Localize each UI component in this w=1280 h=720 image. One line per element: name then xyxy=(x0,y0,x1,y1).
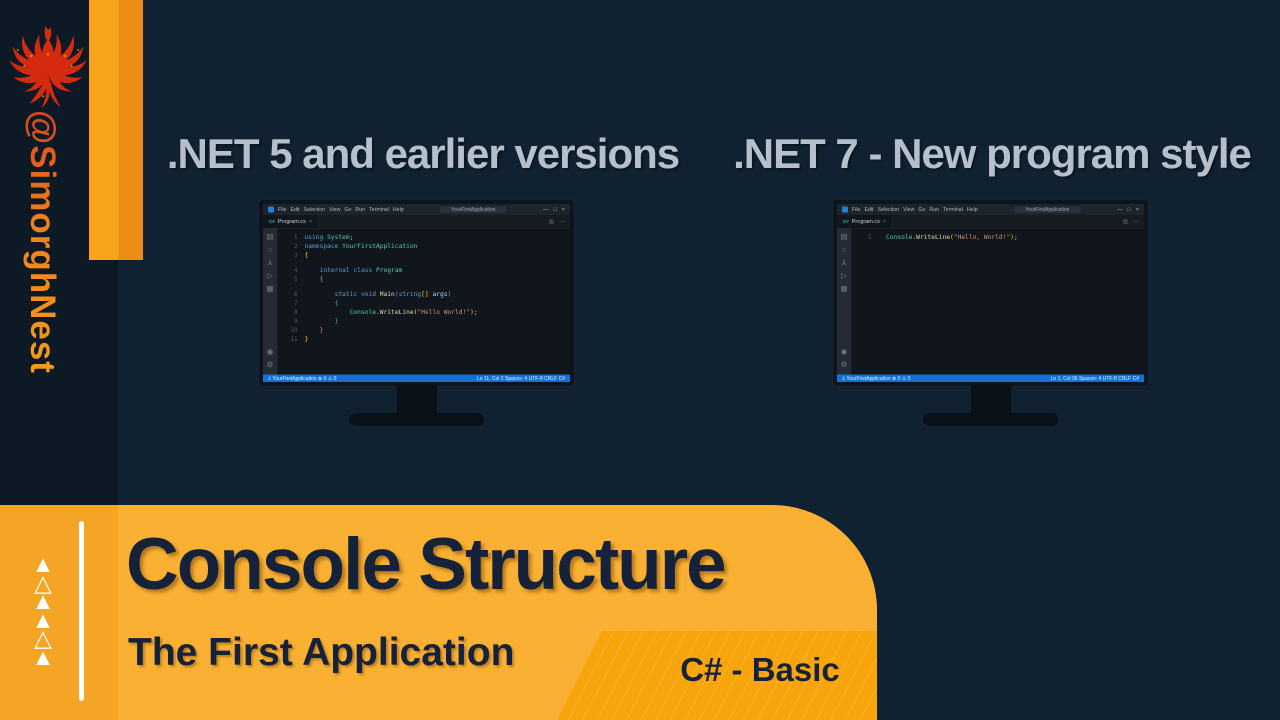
activity-icons-bottom[interactable]: ◉⚙ xyxy=(266,347,274,370)
phoenix-logo-icon xyxy=(6,20,90,112)
activity-icons[interactable]: ▤○⅄▷▦ xyxy=(840,232,848,294)
course-tag-ribbon xyxy=(557,631,877,720)
monitor-left-base xyxy=(349,413,484,426)
csharp-file-icon: C# xyxy=(843,219,849,224)
window-title: YourFirstApplication xyxy=(440,206,507,213)
tab-program-cs[interactable]: C# Program.cs × xyxy=(263,215,319,228)
activity-bar[interactable]: ▤○⅄▷▦ ◉⚙ xyxy=(837,228,852,375)
channel-handle: @SimorghNest xyxy=(22,110,62,402)
status-left: ⅄ YourFirstApplication ⊗ 0 ⚠ 0 xyxy=(842,375,911,382)
accent-bar xyxy=(89,0,143,260)
lesson-title: Console Structure xyxy=(126,524,727,605)
tab-label: Program.cs xyxy=(851,218,880,225)
editor-actions[interactable]: ⊞⋯ xyxy=(548,218,565,225)
editor-actions[interactable]: ⊞⋯ xyxy=(1122,218,1139,225)
activity-icons[interactable]: ▤○⅄▷▦ xyxy=(266,232,274,294)
monitor-right-stand xyxy=(971,384,1011,418)
csharp-file-icon: C# xyxy=(269,219,275,224)
course-level-tag: C# - Basic xyxy=(680,651,840,688)
status-left: ⅄ YourFirstApplication ⊗ 0 ⚠ 0 xyxy=(268,375,337,382)
code-editor-net7[interactable]: 1 Console.WriteLine("Hello, World!"); xyxy=(868,233,1018,241)
tab-close-icon[interactable]: × xyxy=(882,218,887,225)
window-controls[interactable]: —□× xyxy=(542,206,565,213)
monitor-left-stand xyxy=(397,384,437,418)
status-bar[interactable]: ⅄ YourFirstApplication ⊗ 0 ⚠ 0 Ln 1, Col… xyxy=(837,374,1144,382)
status-bar[interactable]: ⅄ YourFirstApplication ⊗ 0 ⚠ 0 Ln 11, Co… xyxy=(263,374,570,382)
heading-net7: .NET 7 - New program style xyxy=(733,130,1252,177)
vscode-logo-icon xyxy=(268,206,274,213)
lesson-subtitle: The First Application xyxy=(128,631,515,674)
status-right: Ln 1, Col 36 Spaces: 4 UTF-8 CRLF C# xyxy=(1050,375,1139,382)
tab-close-icon[interactable]: × xyxy=(308,218,313,225)
title-banner: ▲△▲▲△▲ Console Structure The First Appli… xyxy=(0,505,877,720)
window-title: YourFirstApplication xyxy=(1014,206,1081,213)
monitor-right-base xyxy=(923,413,1058,426)
vscode-tabbar: C# Program.cs × ⊞⋯ xyxy=(837,215,1144,229)
tab-label: Program.cs xyxy=(277,218,306,225)
window-controls[interactable]: —□× xyxy=(1116,206,1139,213)
activity-bar[interactable]: ▤○⅄▷▦ ◉⚙ xyxy=(263,228,278,375)
heading-net5: .NET 5 and earlier versions xyxy=(166,130,680,177)
up-arrows-icon: ▲△▲▲△▲ xyxy=(31,551,55,670)
vscode-logo-icon xyxy=(842,206,848,213)
status-right: Ln 11, Col 2 Spaces: 4 UTF-8 CRLF C# xyxy=(477,375,565,382)
vscode-tabbar: C# Program.cs × ⊞⋯ xyxy=(263,215,570,229)
banner-left-tint xyxy=(0,505,118,720)
divider-line xyxy=(79,521,84,701)
activity-icons-bottom[interactable]: ◉⚙ xyxy=(840,347,848,370)
tab-program-cs[interactable]: C# Program.cs × xyxy=(837,215,893,228)
